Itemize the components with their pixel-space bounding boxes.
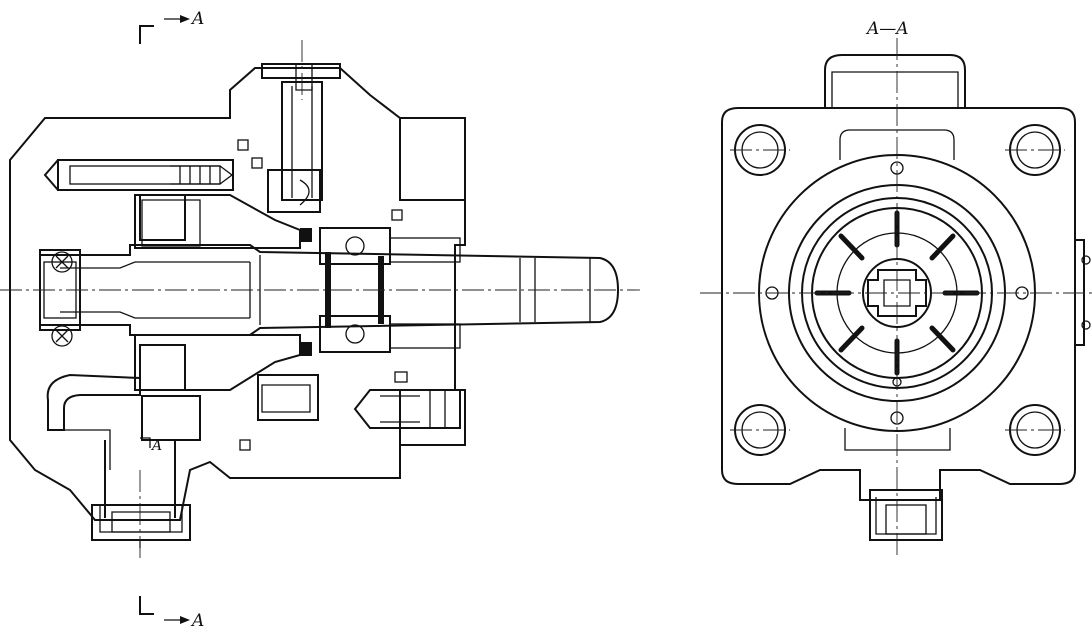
section-marker-bottom: A — [139, 596, 204, 631]
section-marker-bottom-label: A — [190, 611, 204, 631]
drive-shaft — [39, 244, 620, 347]
lower-bolt — [353, 389, 461, 429]
section-marker-small: A — [140, 437, 162, 454]
section-marker-small-label: A — [150, 438, 162, 454]
bearing-assembly — [237, 139, 461, 451]
section-marker-top: A — [139, 9, 204, 44]
top-boss — [824, 54, 966, 109]
flange — [721, 107, 1076, 501]
section-view: A A — [0, 9, 640, 631]
section-marker-top-label: A — [190, 9, 204, 29]
end-view: A—A — [700, 19, 1092, 555]
pump-body — [9, 63, 466, 548]
bottom-port — [869, 489, 943, 541]
section-title: A—A — [865, 19, 909, 39]
